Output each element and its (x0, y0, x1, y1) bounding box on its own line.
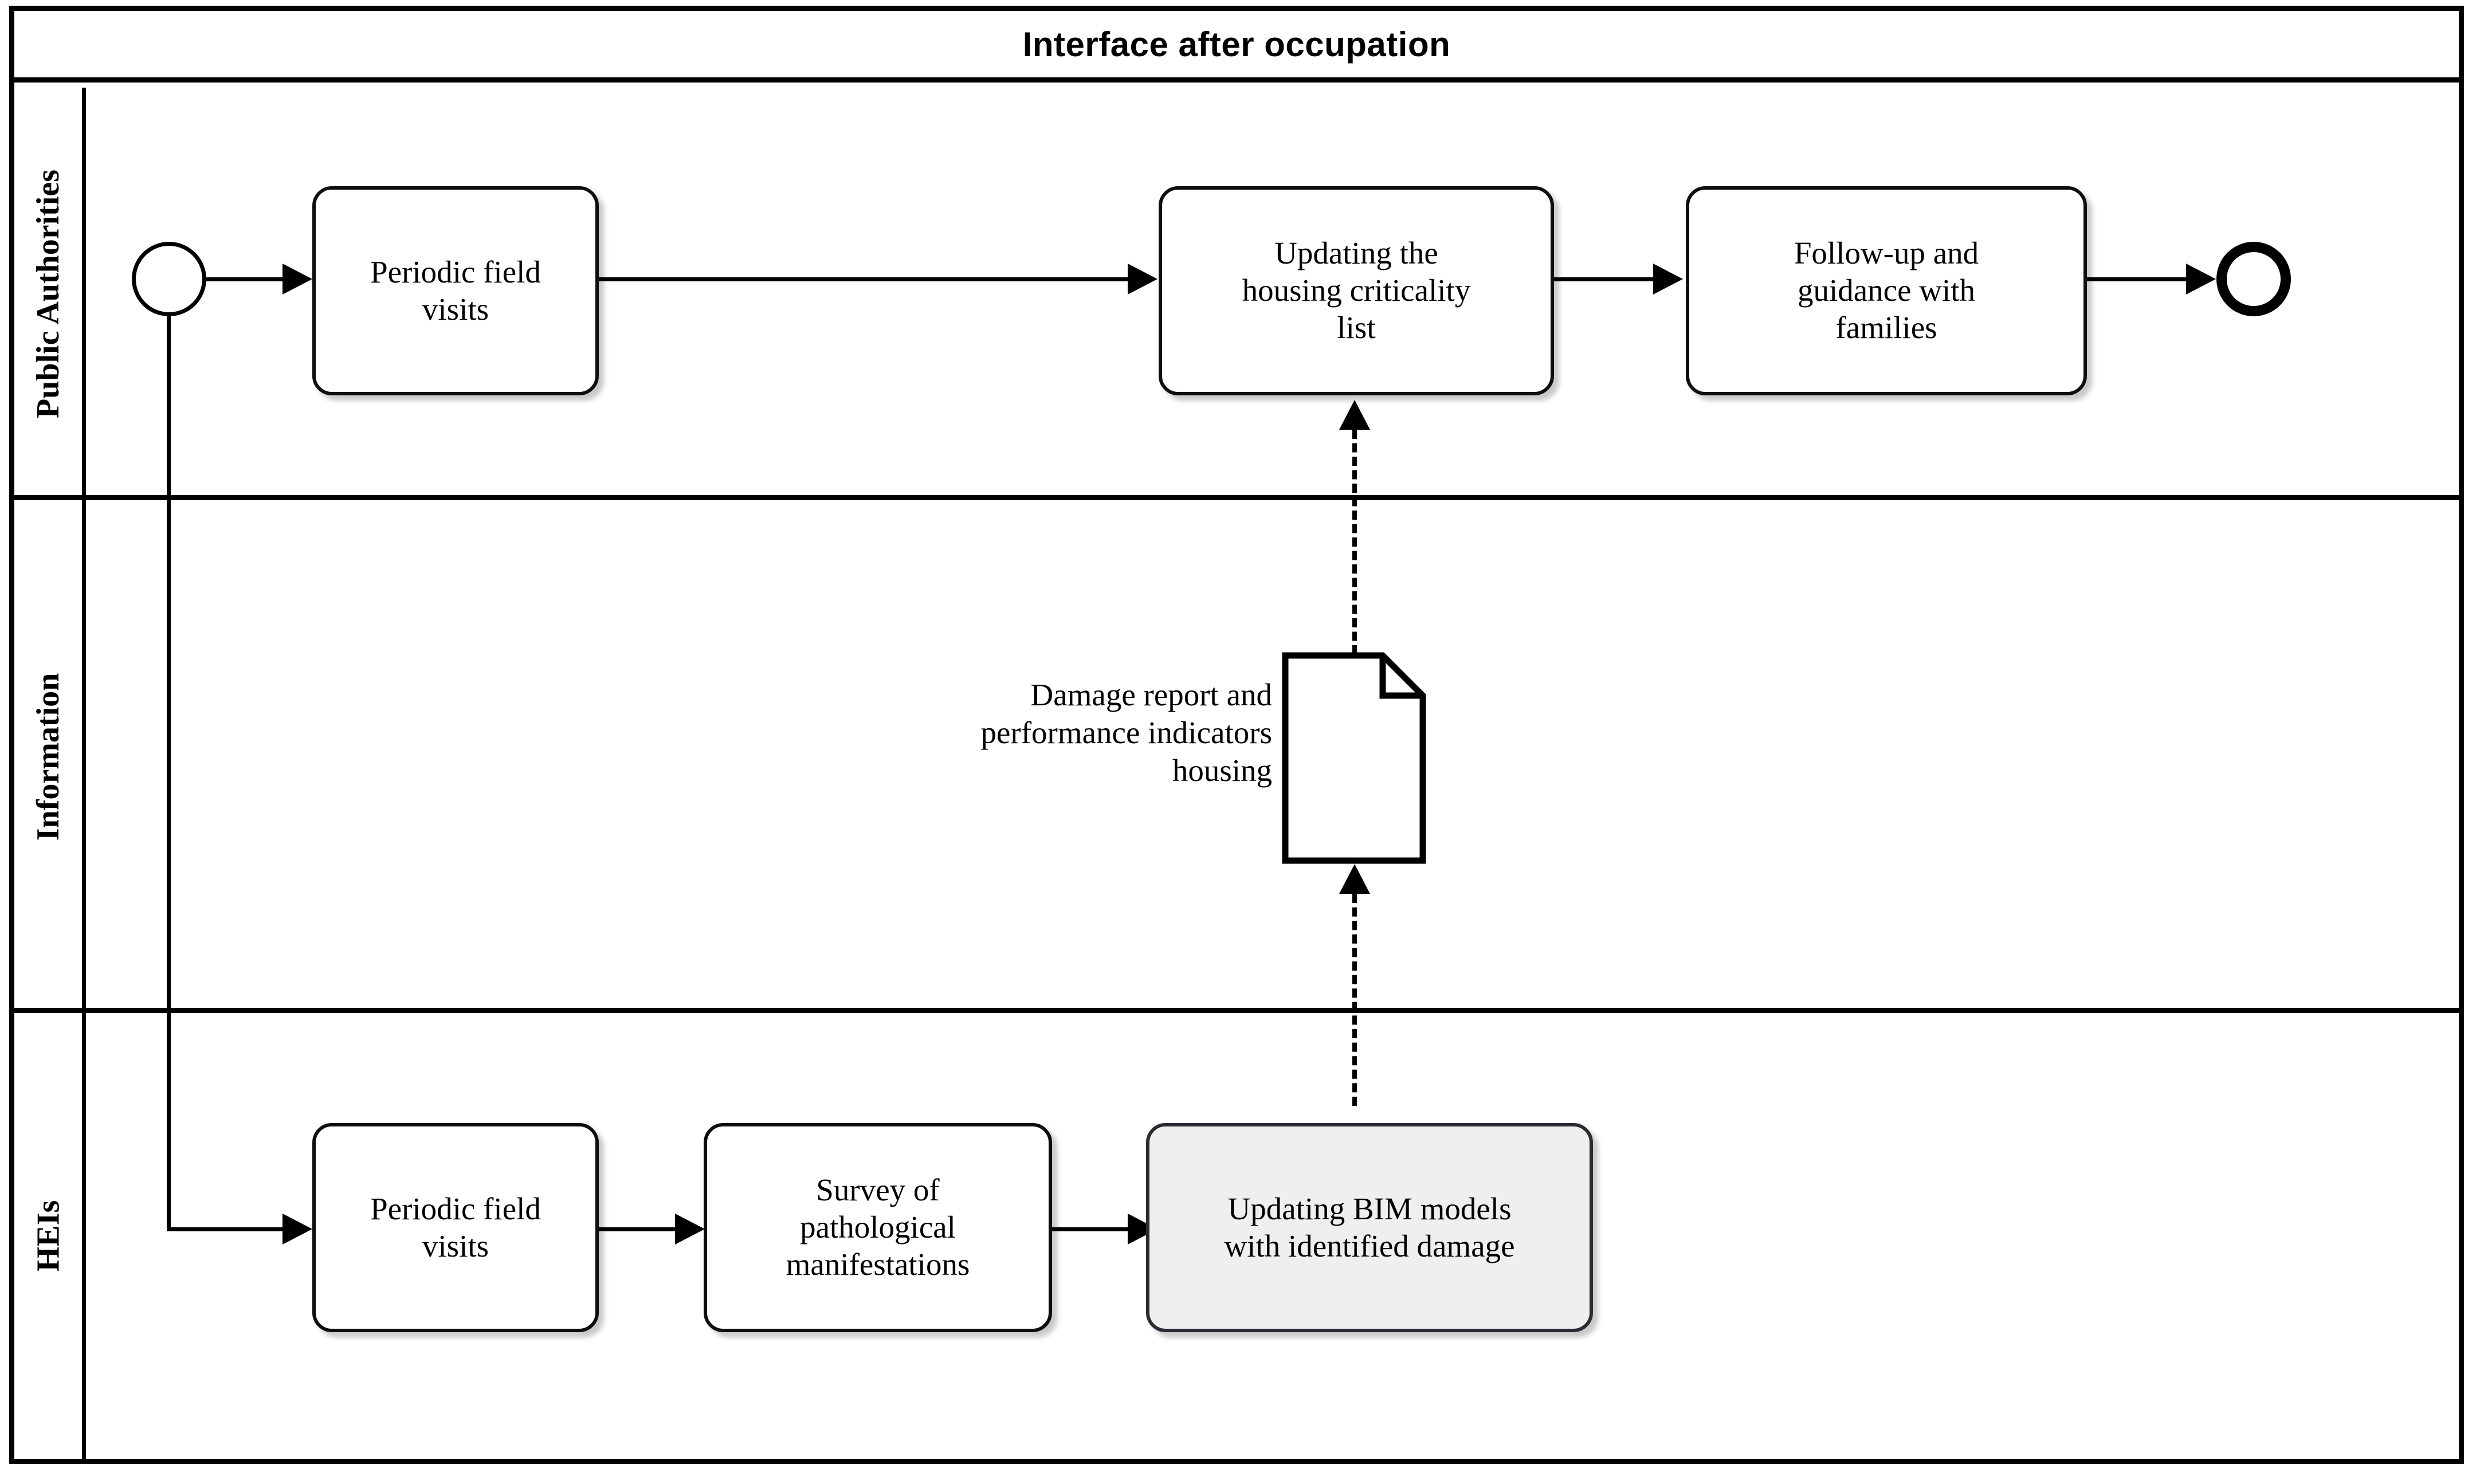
flow-start-to-pa-task1 (205, 277, 285, 281)
document-icon (1282, 652, 1426, 864)
task-hei-survey-pathological-manifestations-label: Survey of pathological manifestations (786, 1172, 970, 1282)
lane-label-heis: HEIs (14, 1013, 86, 1459)
task-hei-updating-bim-models[interactable]: Updating BIM models with identified dama… (1146, 1123, 1593, 1332)
arrowhead-hei-task1-to-hei-task2 (675, 1214, 705, 1244)
lane-label-information: Information (14, 500, 86, 1013)
arrowhead-hei-task3-to-doc (1339, 864, 1370, 894)
arrowhead-doc-to-pa-task2 (1339, 400, 1370, 430)
flow-pa-task2-to-pa-task3 (1554, 277, 1657, 281)
lane-label-public-authorities-text: Public Authorities (30, 169, 66, 419)
task-hei-updating-bim-models-label: Updating BIM models with identified dama… (1224, 1191, 1515, 1263)
lane-divider-1 (14, 495, 2459, 500)
task-hei-survey-pathological-manifestations[interactable]: Survey of pathological manifestations (704, 1123, 1052, 1332)
arrowhead-pa-task1-to-pa-task2 (1128, 264, 1157, 295)
task-pa-updating-housing-criticality-list-label: Updating the housing criticality list (1242, 235, 1471, 345)
start-event[interactable] (132, 242, 206, 316)
pool-title-band: Interface after occupation (14, 11, 2459, 83)
association-hei-task3-to-doc (1352, 894, 1357, 1106)
task-pa-periodic-field-visits[interactable]: Periodic field visits (312, 186, 599, 395)
lane-label-information-text: Information (30, 673, 66, 841)
association-doc-to-pa-task2 (1352, 430, 1357, 654)
data-object-damage-report[interactable] (1282, 652, 1426, 864)
pool-title-text: Interface after occupation (1022, 25, 1451, 64)
flow-hei-task1-to-hei-task2 (599, 1227, 679, 1231)
flow-pa-task3-to-end (2087, 277, 2190, 281)
data-object-damage-report-label: Damage report and performance indicators… (980, 677, 1272, 788)
flow-hei-task2-to-hei-task3 (1052, 1227, 1132, 1231)
flow-start-branch-vertical (167, 314, 171, 1231)
task-hei-periodic-field-visits-label: Periodic field visits (370, 1191, 541, 1263)
task-hei-periodic-field-visits[interactable]: Periodic field visits (312, 1123, 599, 1332)
arrowhead-start-branch-to-hei-task1 (282, 1214, 312, 1244)
task-pa-follow-up-guidance-families[interactable]: Follow-up and guidance with families (1686, 186, 2087, 395)
task-pa-follow-up-guidance-families-label: Follow-up and guidance with families (1794, 235, 1979, 345)
task-pa-updating-housing-criticality-list[interactable]: Updating the housing criticality list (1159, 186, 1554, 395)
arrowhead-start-to-pa-task1 (282, 264, 312, 295)
end-event[interactable] (2216, 242, 2291, 316)
flow-pa-task1-to-pa-task2 (599, 277, 1132, 281)
task-pa-periodic-field-visits-label: Periodic field visits (370, 254, 541, 327)
lane-label-heis-text: HEIs (30, 1200, 66, 1272)
lane-divider-2 (14, 1008, 2459, 1013)
arrowhead-pa-task2-to-pa-task3 (1653, 264, 1683, 295)
flow-start-branch-horizontal (167, 1227, 287, 1231)
lane-label-public-authorities: Public Authorities (14, 88, 86, 500)
arrowhead-pa-task3-to-end (2186, 264, 2216, 295)
